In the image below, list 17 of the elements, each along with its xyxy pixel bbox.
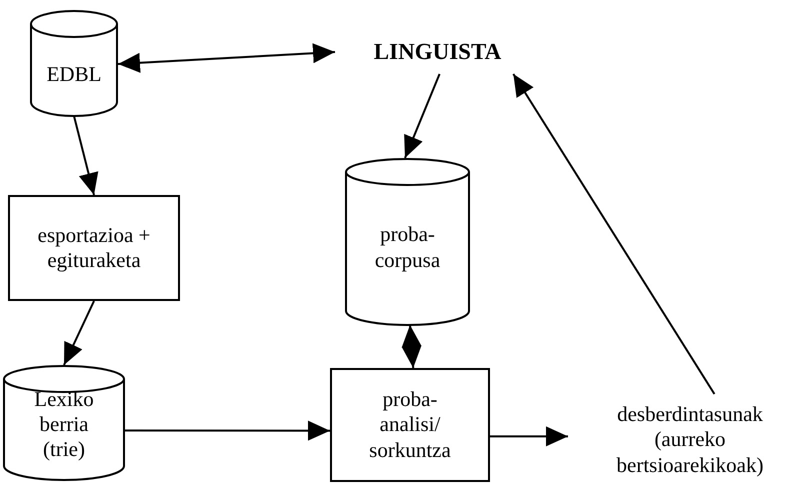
node-label: esportazioa + egituraketa [36,222,152,274]
arrow [125,420,330,441]
node-label: Lexiko berria (trie) [33,386,95,462]
arrow [512,73,716,395]
node-label: proba-corpusa [374,222,442,273]
arrow [118,43,336,73]
actor-label: desberdintasunak (aurreko bertsioarekikoak) [616,402,764,478]
process-box [8,195,180,301]
arrow [63,300,95,366]
node-label: proba-analisi/ sorkuntza [368,387,452,463]
process-box [330,368,490,482]
actor-label: LINGUISTA [374,38,502,66]
node-label: EDBL [46,62,102,88]
arrow [73,116,98,196]
arrow [402,324,422,368]
arrow [404,74,440,158]
arrow [490,426,568,446]
